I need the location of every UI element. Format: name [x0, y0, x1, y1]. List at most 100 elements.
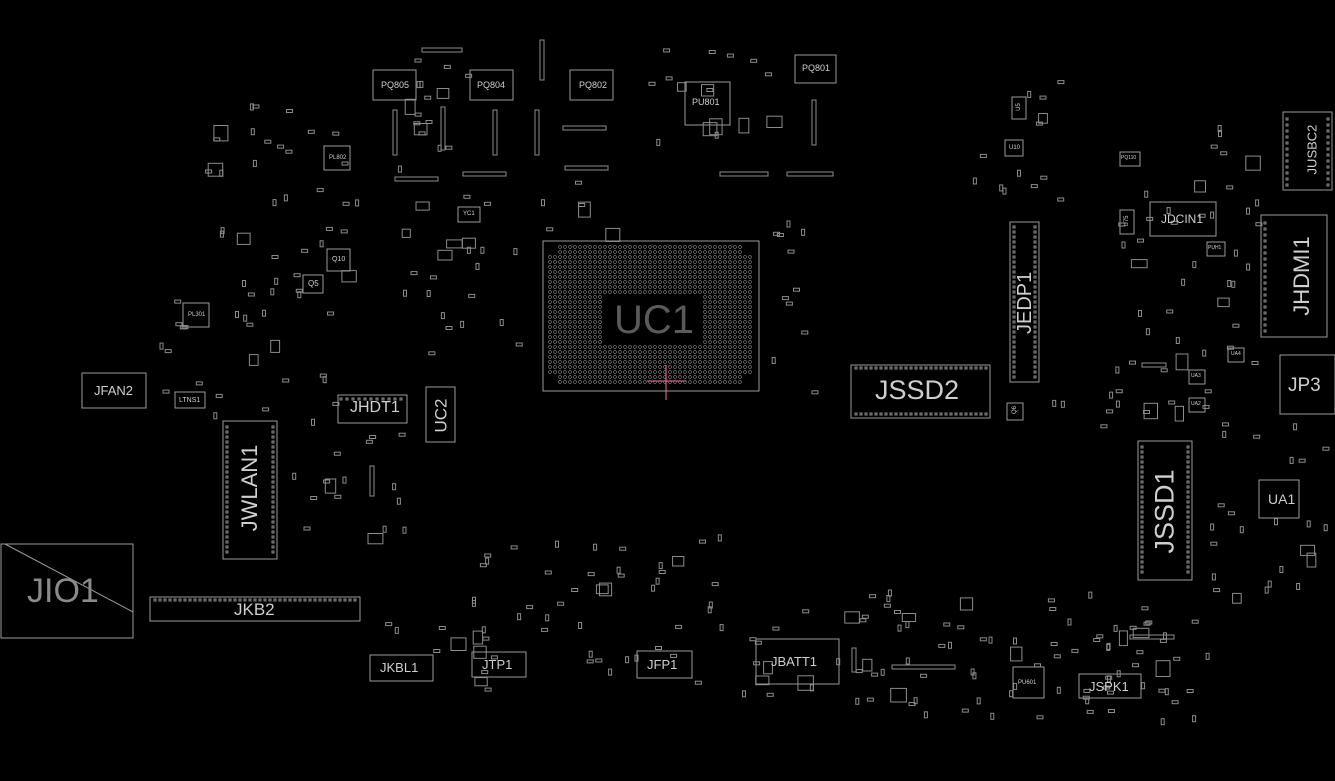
bga-ball [618, 345, 622, 349]
bga-ball [723, 340, 727, 344]
bga-ball [638, 290, 642, 294]
bga-ball [703, 365, 707, 369]
strip-part [369, 465, 375, 497]
smd-part [1233, 249, 1238, 257]
bga-ball [718, 355, 722, 359]
connector-pin [1012, 260, 1016, 264]
connector-pin [979, 366, 983, 370]
bga-ball [548, 355, 552, 359]
bga-ball [628, 380, 632, 384]
bga-ball [683, 360, 687, 364]
label-jfan2: JFAN2 [94, 383, 134, 398]
connector-pin [1186, 555, 1190, 559]
label-q5: Q5 [308, 279, 319, 288]
bga-ball [638, 275, 642, 279]
bga-ball [683, 245, 687, 249]
smd-part [396, 497, 401, 505]
bga-ball [733, 380, 737, 384]
strip-part [719, 171, 769, 177]
smd-part [433, 649, 441, 653]
bga-ball [743, 325, 747, 329]
connector-pin [959, 366, 963, 370]
bga-ball [693, 355, 697, 359]
connector-pin [1326, 141, 1330, 145]
bga-ball [598, 350, 602, 354]
connector-pin [1186, 535, 1190, 539]
connector-pin [859, 366, 863, 370]
connector-pin [1012, 325, 1016, 329]
connector-pin [1186, 515, 1190, 519]
bga-ball [568, 305, 572, 309]
connector-pin [1263, 311, 1267, 315]
smd-part [883, 603, 891, 608]
bga-ball [673, 275, 677, 279]
smd-part [179, 325, 187, 330]
bga-ball [598, 380, 602, 384]
smd-part [1274, 518, 1278, 526]
strip-part [539, 39, 545, 81]
smd-part [324, 478, 337, 494]
bga-ball [653, 370, 657, 374]
bga-ball [588, 260, 592, 264]
smd-part [207, 162, 224, 177]
bga-ball [708, 345, 712, 349]
bga-ball [598, 245, 602, 249]
label-jssd1: JSSD1 [1149, 469, 1180, 554]
connector-pin [1033, 320, 1037, 324]
bga-ball [573, 370, 577, 374]
strip-part [440, 106, 446, 151]
bga-ball [663, 285, 667, 289]
bga-ball [593, 365, 597, 369]
bga-ball [563, 250, 567, 254]
connector-pin [273, 598, 277, 602]
smd-part [424, 95, 432, 100]
connector-pin [1186, 530, 1190, 534]
bga-ball [568, 330, 572, 334]
smd-part [709, 118, 723, 136]
bga-ball [713, 320, 717, 324]
smd-part [750, 58, 758, 63]
bga-ball [708, 295, 712, 299]
bga-ball [618, 285, 622, 289]
bga-ball [733, 290, 737, 294]
connector-pin [1033, 280, 1037, 284]
smd-part [174, 299, 182, 304]
bga-ball [678, 275, 682, 279]
connector-pin [243, 598, 247, 602]
bga-ball [618, 245, 622, 249]
smd-part [526, 605, 534, 610]
smd-part [1155, 660, 1171, 678]
bga-ball [623, 245, 627, 249]
smd-part [355, 199, 360, 207]
smd-part [1146, 216, 1154, 221]
connector-pin [225, 455, 229, 459]
bga-ball [558, 275, 562, 279]
smd-part [1293, 423, 1298, 431]
bga-ball [738, 325, 742, 329]
bga-ball [558, 295, 562, 299]
strip-part [534, 109, 540, 156]
bga-ball [613, 265, 617, 269]
smd-part [1194, 180, 1206, 193]
bga-ball [743, 305, 747, 309]
connector-pin [864, 366, 868, 370]
bga-ball [633, 245, 637, 249]
bga-ball [748, 360, 752, 364]
smd-part [1143, 621, 1151, 626]
smd-part [988, 636, 993, 644]
connector-pin [874, 366, 878, 370]
smd-part [861, 614, 869, 619]
bga-ball [688, 280, 692, 284]
bga-ball [683, 260, 687, 264]
smd-part [1086, 709, 1094, 714]
bga-ball [598, 315, 602, 319]
bga-ball [748, 355, 752, 359]
smd-part [1300, 544, 1316, 556]
bga-ball [738, 305, 742, 309]
bga-ball [568, 265, 572, 269]
smd-part [175, 322, 183, 327]
bga-ball [723, 305, 727, 309]
connector-pin [183, 598, 187, 602]
bga-ball [743, 345, 747, 349]
smd-part [801, 228, 806, 236]
